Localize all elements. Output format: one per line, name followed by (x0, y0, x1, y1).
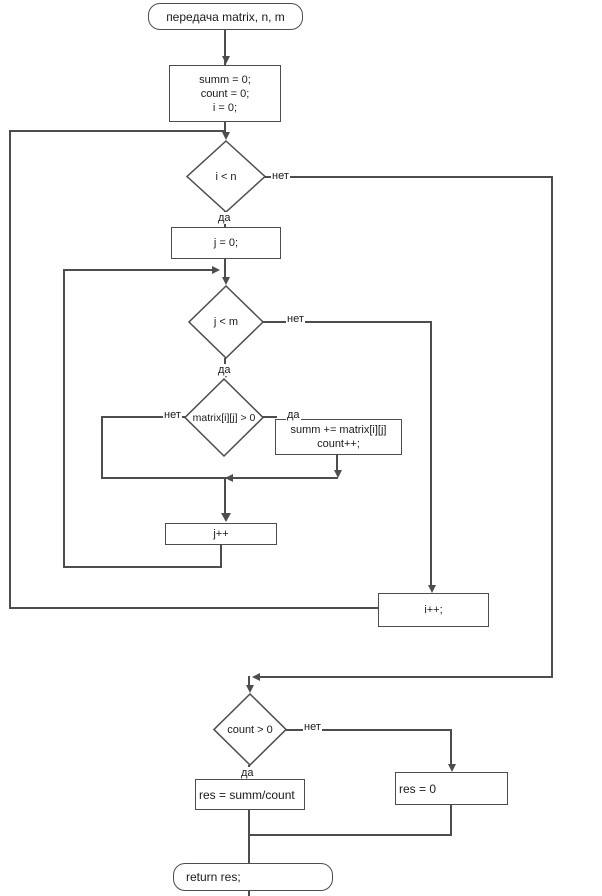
branch-count-no: нет (303, 721, 322, 733)
condition-i-label: i < n (215, 170, 237, 183)
edge-inci-exit (9, 607, 379, 609)
arrow-into-condi (222, 132, 230, 140)
accumulate-line-2: count++; (317, 438, 360, 450)
result-divide-process: res = summ/count (195, 779, 305, 810)
edge-into-condcount (248, 676, 250, 687)
edge-merge-incj (224, 477, 226, 515)
edge-merge-horizontal (101, 477, 338, 479)
return-label: return res; (186, 870, 241, 884)
edge-incj-loop (220, 545, 222, 567)
branch-count-yes: да (240, 767, 255, 779)
condition-element-diamond: matrix[i][j] > 0 (184, 378, 264, 457)
diamond-shape (188, 285, 264, 359)
edge-jloop-left (63, 269, 65, 567)
edge-setj-condj (224, 259, 226, 279)
start-terminator: передача matrix, n, m (148, 3, 303, 30)
init-line-1: summ = 0; (199, 73, 251, 86)
edge-j-no-right (430, 321, 432, 587)
branch-j-yes: да (217, 364, 232, 376)
increment-i-process: i++; (378, 593, 489, 627)
increment-j-process: j++ (165, 523, 277, 545)
return-terminator: return res; (173, 863, 333, 891)
condition-count-label: count > 0 (227, 723, 273, 736)
edge-outerloop-left (9, 130, 11, 608)
init-process: summ = 0; count = 0; i = 0; (169, 65, 281, 122)
branch-element-yes: да (286, 409, 301, 421)
edge-i-no-right (551, 176, 553, 678)
edge-accumulate-down (336, 455, 338, 472)
branch-element-no: нет (163, 409, 182, 421)
increment-j-label: j++ (213, 528, 229, 540)
start-label: передача matrix, n, m (166, 9, 285, 24)
diamond-shape (213, 693, 287, 766)
result-zero-process: res = 0 (395, 772, 508, 805)
edge-elem-no-left (101, 416, 103, 478)
condition-count-diamond: count > 0 (213, 693, 287, 766)
edge-start-init (224, 29, 226, 65)
edge-reszero-down (450, 804, 452, 835)
edge-jloop-top (63, 269, 215, 271)
condition-element-label: matrix[i][j] > 0 (192, 411, 256, 424)
arrow-i-no-arrival (252, 673, 260, 681)
edge-outerloop-top (9, 130, 226, 132)
edge-elem-no-top (101, 416, 185, 418)
init-line-3: i = 0; (212, 101, 238, 114)
branch-i-yes: да (217, 212, 232, 224)
result-zero-label: res = 0 (399, 781, 437, 796)
arrow-into-inci (428, 585, 436, 593)
edge-elem-yes (260, 416, 277, 418)
edge-jloop-bottom (63, 566, 222, 568)
edge-i-no-bottom (258, 676, 552, 678)
arrow-accumulate-merge (334, 470, 342, 478)
edge-j-no-top (262, 321, 432, 323)
accumulate-line-1: summ += matrix[i][j] (290, 424, 387, 436)
branch-j-no: нет (286, 313, 305, 325)
accumulate-process: summ += matrix[i][j] count++; (275, 419, 402, 455)
condition-j-diamond: j < m (188, 285, 264, 359)
increment-i-label: i++; (424, 604, 443, 616)
set-j-process: j = 0; (171, 227, 281, 259)
condition-j-label: j < m (213, 316, 239, 328)
init-line-2: count = 0; (200, 87, 250, 100)
arrow-into-incj (221, 513, 231, 522)
arrow-into-init (222, 56, 230, 64)
edge-count-no-top (286, 729, 452, 731)
arrow-into-condcount (246, 685, 254, 693)
diamond-shape (184, 378, 264, 457)
edge-count-no-right (450, 729, 452, 766)
edge-bottom-merge (249, 834, 452, 836)
condition-i-diamond: i < n (186, 140, 266, 213)
set-j-label: j = 0; (213, 237, 239, 249)
edge-below-return (248, 890, 250, 896)
edge-i-no-top (262, 176, 552, 178)
edge-init-condi (224, 122, 226, 136)
branch-i-no: нет (271, 170, 290, 182)
arrow-into-reszero (448, 764, 456, 772)
edge-resdiv-return (248, 809, 250, 863)
arrow-into-condj (222, 277, 230, 285)
arrow-jloop-reentry (212, 266, 220, 274)
result-divide-label: res = summ/count (199, 787, 295, 802)
arrow-merge-left (225, 474, 233, 482)
